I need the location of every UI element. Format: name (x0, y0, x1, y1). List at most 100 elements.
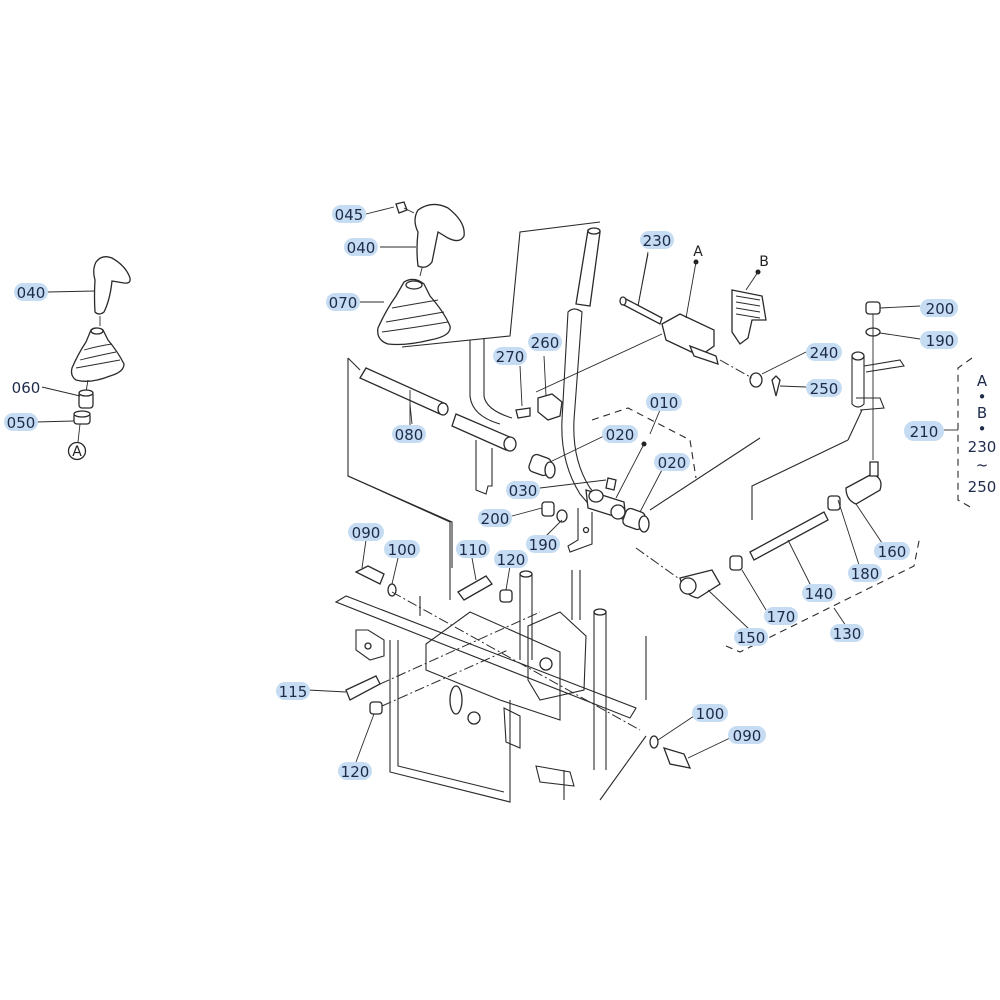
callout-010[interactable]: 010 (646, 393, 682, 412)
svg-text:240: 240 (810, 344, 839, 362)
svg-text:180: 180 (851, 565, 880, 583)
callout-270[interactable]: 270 (493, 347, 527, 366)
callout-240[interactable]: 240 (806, 343, 842, 362)
nut-120-bottom (369, 701, 383, 715)
callout-210[interactable]: 210 (904, 421, 944, 441)
bearing-020-b (622, 507, 650, 533)
shift-lever-rod (561, 227, 627, 553)
lock-plate-b (731, 269, 767, 345)
bolt-045 (395, 201, 408, 214)
washer-100-bottom (649, 735, 659, 749)
callout-190-right[interactable]: 190 (920, 331, 958, 350)
callout-090-top[interactable]: 090 (348, 523, 384, 542)
svg-text:060: 060 (12, 379, 41, 397)
svg-text:260: 260 (531, 334, 560, 352)
callout-030[interactable]: 030 (506, 481, 540, 500)
callout-200-right[interactable]: 200 (920, 299, 958, 318)
callout-020-a[interactable]: 020 (602, 425, 638, 444)
callout-110[interactable]: 110 (456, 540, 490, 559)
svg-text:190: 190 (926, 332, 955, 350)
group-210-contents: A • B • 230 ~ 250 (968, 372, 997, 496)
svg-text:120: 120 (341, 763, 370, 781)
inset-lever-assembly: 040 060 050 A (4, 256, 131, 461)
svg-text:150: 150 (737, 629, 766, 647)
svg-text:170: 170 (767, 608, 796, 626)
svg-text:210: 210 (910, 423, 939, 441)
callout-045[interactable]: 045 (332, 205, 366, 224)
svg-text:•: • (978, 388, 987, 406)
callout-120-bottom[interactable]: 120 (338, 762, 372, 781)
callout-040[interactable]: 040 (344, 238, 378, 257)
bolt-110 (457, 575, 493, 601)
svg-text:230: 230 (643, 232, 672, 250)
svg-text:A: A (72, 444, 82, 460)
callout-170[interactable]: 170 (764, 607, 798, 626)
callout-120-top[interactable]: 120 (494, 550, 528, 569)
svg-text:A: A (977, 372, 988, 390)
svg-text:040: 040 (17, 284, 46, 302)
callout-180[interactable]: 180 (848, 564, 882, 583)
callout-060-inset[interactable]: 060 (12, 379, 41, 397)
svg-text:100: 100 (388, 541, 417, 559)
lock-lever-a (661, 259, 719, 365)
nut-120-top (499, 589, 513, 603)
svg-text:100: 100 (696, 705, 725, 723)
svg-text:115: 115 (279, 683, 308, 701)
clamp-260 (537, 393, 563, 421)
callout-250[interactable]: 250 (806, 379, 842, 398)
svg-text:020: 020 (606, 426, 635, 444)
svg-text:045: 045 (335, 206, 364, 224)
callout-100-bottom[interactable]: 100 (692, 704, 728, 723)
base-frame (334, 475, 647, 803)
marker-b: B (759, 254, 769, 270)
svg-text:250: 250 (810, 380, 839, 398)
ball-joint-160 (845, 473, 882, 505)
callout-260[interactable]: 260 (528, 333, 562, 352)
svg-text:040: 040 (347, 239, 376, 257)
callout-150[interactable]: 150 (734, 628, 768, 647)
svg-text:~: ~ (976, 456, 989, 474)
boot-inset (70, 327, 125, 382)
callout-230[interactable]: 230 (640, 231, 674, 250)
group-210-boundary (957, 357, 973, 509)
callout-020-b[interactable]: 020 (654, 453, 690, 472)
bolt-115 (345, 675, 381, 701)
bearing-020-a (528, 453, 556, 479)
svg-text:200: 200 (481, 510, 510, 528)
callout-160[interactable]: 160 (874, 542, 910, 561)
svg-text:010: 010 (650, 394, 679, 412)
tie-rod-130 (679, 461, 921, 653)
svg-text:050: 050 (7, 414, 36, 432)
callout-080[interactable]: 080 (392, 425, 426, 444)
cotter-250 (771, 375, 781, 397)
svg-text:190: 190 (529, 536, 558, 554)
nut-200-right (865, 301, 881, 315)
svg-text:080: 080 (395, 426, 424, 444)
washer-240 (749, 372, 763, 388)
pin-230 (621, 297, 663, 325)
marker-a: A (693, 244, 703, 260)
callout-100-top[interactable]: 100 (384, 540, 420, 559)
bolt-090-bottom (662, 747, 692, 769)
svg-text:250: 250 (968, 478, 997, 496)
svg-text:090: 090 (352, 524, 381, 542)
callout-040-inset[interactable]: 040 (14, 283, 48, 302)
callout-200[interactable]: 200 (478, 509, 512, 528)
threaded-rod-140 (749, 511, 829, 561)
callout-115[interactable]: 115 (276, 682, 310, 701)
group-010-boundary (591, 407, 697, 479)
callout-070[interactable]: 070 (326, 293, 360, 312)
callout-140[interactable]: 140 (802, 584, 836, 603)
svg-text:230: 230 (968, 438, 997, 456)
nut-200 (541, 501, 555, 517)
svg-text:110: 110 (459, 541, 488, 559)
callout-130[interactable]: 130 (830, 624, 864, 643)
arm-210 (851, 301, 905, 460)
callout-190[interactable]: 190 (526, 535, 560, 554)
svg-text:•: • (978, 420, 987, 438)
shaft-080 (359, 367, 449, 426)
callout-090-bottom[interactable]: 090 (728, 726, 766, 745)
nut-180 (827, 495, 841, 511)
svg-text:130: 130 (833, 625, 862, 643)
callout-050-inset[interactable]: 050 (4, 413, 38, 432)
